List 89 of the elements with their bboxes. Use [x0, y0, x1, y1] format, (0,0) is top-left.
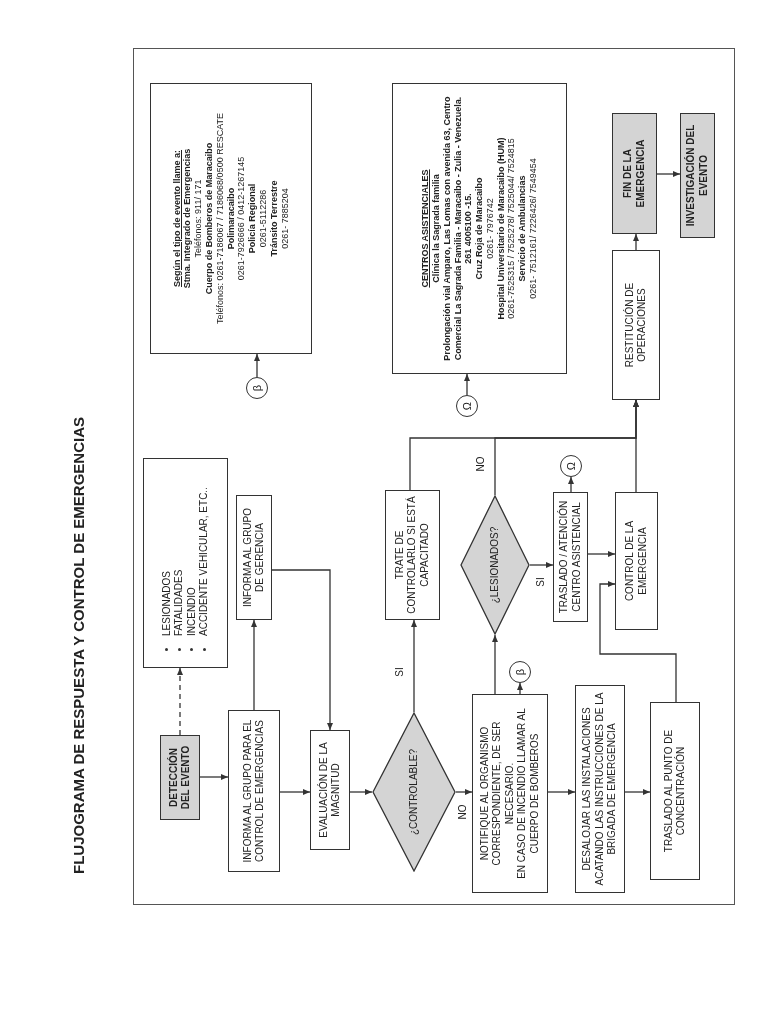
- list-item: INCENDIO: [185, 587, 198, 636]
- diagram-title: FLUJOGRAMA DE RESPUESTA Y CONTROL DE EMERGENCIAS: [69, 417, 88, 874]
- arrow: [568, 476, 574, 493]
- box-text: Cruz Roja de Maracaibo: [474, 177, 485, 280]
- box-text: INFORMA AL GRUPO PARA EL CONTROL DE EMERGENCIAS: [241, 718, 266, 865]
- box-text: INFORMA AL GRUPO DE GERENCIA: [241, 506, 266, 610]
- list-item: ACCIDENTE VEHICULAR, ETC..: [198, 487, 210, 636]
- connector-symbol: β: [251, 384, 263, 392]
- terminal-box: [680, 113, 715, 238]
- process-box: [472, 694, 548, 893]
- arrow: [633, 233, 639, 251]
- box-text: Tránsito Terrestre: [268, 180, 280, 257]
- box-text: 261 4005100 -15.: [463, 193, 475, 264]
- box-text: EN CASO DE INCENDIO LLAMAR AL CUERPO DE BOMBEROS: [516, 707, 541, 881]
- box-text: EVALUACIÓN DE LA MAGNITUD: [317, 741, 342, 840]
- arrow: [599, 581, 677, 703]
- box-text: 0261- 7885204: [279, 188, 291, 249]
- dashed-arrow: [177, 667, 183, 736]
- process-box: [236, 495, 272, 620]
- arrow: [199, 774, 229, 780]
- connector-symbol: Ω: [565, 461, 577, 471]
- box-text: Cuerpo de Bomberos de Maracaibo: [204, 142, 215, 295]
- box-text: TRASLADO AL PUNTO DE CONCENTRACIÓN: [662, 728, 687, 855]
- box-text: TRASLADO / ATENCIÓN CENTRO ASISTENCIAL: [558, 499, 583, 616]
- box-text: 0261- 7976742: [484, 198, 496, 259]
- arrow: [587, 551, 616, 557]
- process-box: [553, 492, 588, 622]
- arrow: [254, 353, 260, 378]
- contact-box: [150, 83, 312, 354]
- box-text: Teléfonos: 911/ 171: [193, 179, 204, 258]
- box-text: RESTITUCIÓN DE OPERACIONES: [623, 281, 648, 370]
- arrow: [547, 789, 576, 795]
- box-text: Polimaracaibo: [225, 187, 237, 250]
- terminal-box: [612, 113, 657, 234]
- box-text: DETECCIÓN DEL EVENTO: [167, 744, 192, 812]
- arrow: [529, 562, 554, 568]
- edge-label: SI: [395, 665, 405, 679]
- terminal-box: [160, 735, 200, 820]
- box-text: 0261- 7512161/ 7226426/ 7549454: [528, 158, 539, 299]
- box-text: TRATE DE CONTROLARLO SI ESTÁ CAPACITADO: [393, 495, 431, 615]
- box-text: DESALOJAR LAS INSTALACIONES ACATANDO LAS INSTRUCCIONES DE LA BRIGADA DE EMERGENCIA: [581, 691, 619, 888]
- box-text: Teléfonos: 0261-7186067 / 7186068/0500 RESCATE: [214, 113, 226, 324]
- box-text: 0261-5112286: [258, 189, 269, 248]
- box-text: INVESTIGACIÓN DEL EVENTO: [685, 123, 710, 229]
- edge-label: NO: [458, 802, 468, 822]
- arrow: [464, 373, 470, 396]
- box-heading: Según el tipo de evento llame a:: [171, 150, 183, 287]
- note-box: [143, 458, 228, 668]
- box-text: NOTIFIQUE AL ORGANISMO CORRESPONDIENTE, DE SER NECESARIO.: [478, 720, 516, 868]
- process-box: [228, 710, 280, 872]
- arrow: [633, 399, 639, 493]
- decision-text: ¿LESIONADOS?: [488, 526, 501, 604]
- box-text: 0261-7926666 / 0412-1267145: [236, 156, 248, 281]
- box-text: Hospital Universitario de Maracaibo (HUM): [495, 137, 507, 320]
- box-text: Servicio de Ambulancias: [517, 175, 529, 282]
- process-box: [575, 685, 625, 893]
- connector-symbol: β: [514, 668, 526, 676]
- decision-text: ¿CONTROLABLE?: [407, 748, 420, 836]
- arrow: [279, 789, 311, 795]
- edge-label: NO: [476, 454, 486, 474]
- box-text: Policía Regional: [247, 183, 258, 254]
- decision-diamond: [460, 495, 530, 635]
- edge-label: SI: [536, 575, 546, 589]
- box-heading: CENTROS ASISTENCIALES: [420, 169, 431, 288]
- box-text: Clínica la Sagrada familia: [430, 174, 442, 283]
- contact-box: [392, 83, 567, 374]
- box-text: Stma. Integrado de Emergencias: [182, 148, 194, 289]
- process-box: [612, 250, 660, 400]
- arrow: [271, 569, 333, 731]
- connector-symbol: Ω: [461, 401, 473, 411]
- box-text: Prolongación vial Amparo, Las Lomas con avenida 63, Centro Comercial La Sagrada Familia - Maracaibo - Zulia - Venezuela.: [441, 95, 464, 363]
- list-item: FATALIDADES: [173, 569, 185, 636]
- box-text: 0261-7525315 / 7525278/ 7525044/ 7524815: [506, 138, 518, 319]
- decision-diamond: [372, 712, 456, 872]
- arrow: [455, 789, 473, 795]
- arrow: [624, 789, 651, 795]
- process-box: [615, 492, 658, 630]
- arrow: [492, 634, 498, 695]
- arrow: [656, 171, 681, 177]
- box-text: FIN DE LA EMERGENCIA: [622, 138, 647, 210]
- process-box: [385, 490, 440, 620]
- arrow: [411, 619, 417, 713]
- arrow: [349, 789, 373, 795]
- box-text: CONTROL DE LA EMERGENCIA: [624, 519, 649, 604]
- arrow: [251, 619, 257, 711]
- arrow: [517, 682, 523, 695]
- process-box: [310, 730, 350, 850]
- process-box: [650, 702, 700, 880]
- list-item: LESIONADOS: [160, 570, 173, 636]
